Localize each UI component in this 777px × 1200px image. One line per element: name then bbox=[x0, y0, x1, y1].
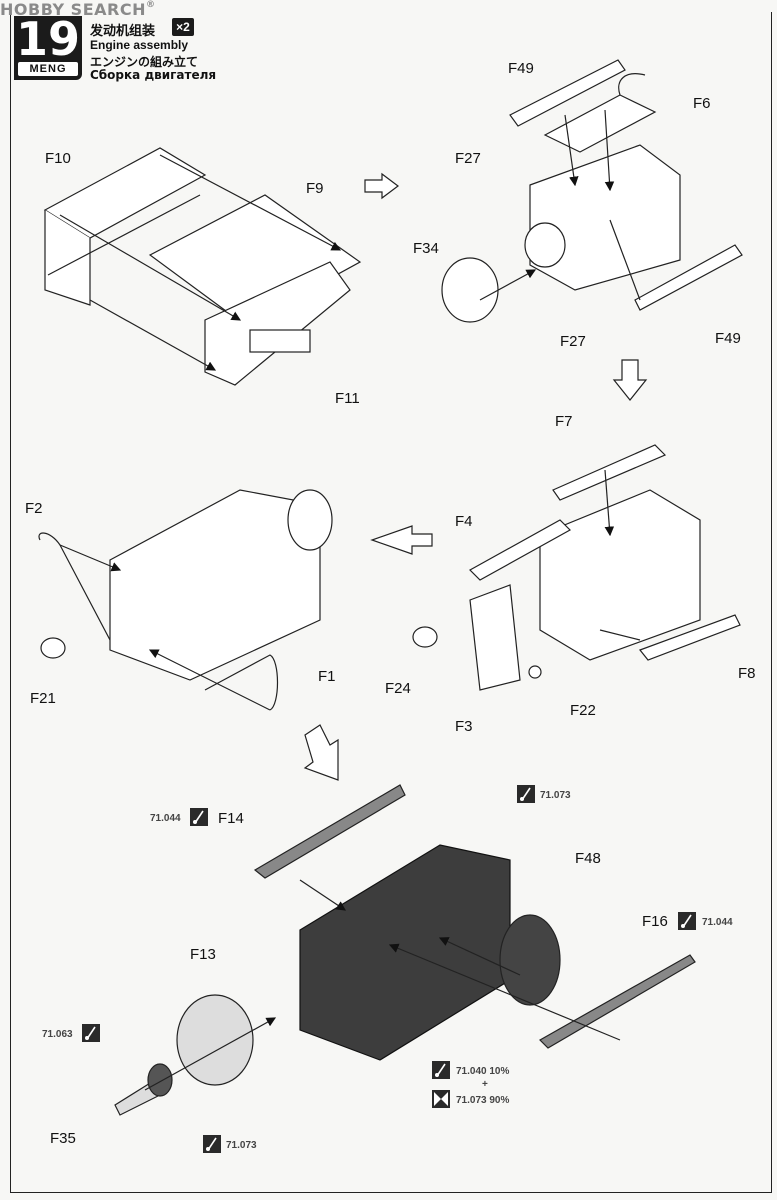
airbrush-icon bbox=[432, 1090, 450, 1108]
step-badge: 19 MENG bbox=[14, 12, 82, 80]
paint-mix-plus: + bbox=[482, 1079, 488, 1090]
step-number: 19 bbox=[15, 12, 80, 66]
engine-belt-diagram bbox=[38, 489, 333, 711]
title-ru: Сборка двигателя bbox=[90, 68, 217, 82]
part-label-f9: F9 bbox=[306, 180, 324, 197]
part-label-f2: F2 bbox=[25, 500, 43, 517]
paint-mix-b: 71.073 90% bbox=[456, 1095, 510, 1106]
title-jp: エンジンの組み立て bbox=[90, 55, 199, 69]
part-label-f13: F13 bbox=[190, 946, 216, 963]
part-label-f7: F7 bbox=[555, 413, 573, 430]
part-label-f27-top: F27 bbox=[455, 150, 481, 167]
part-label-f48: F48 bbox=[575, 850, 601, 867]
step-arrow-left bbox=[370, 525, 433, 555]
step-arrow-diagonal bbox=[303, 724, 339, 781]
part-label-f10: F10 bbox=[45, 150, 71, 167]
part-label-f24: F24 bbox=[385, 680, 411, 697]
brush-icon bbox=[190, 808, 208, 826]
part-label-f35: F35 bbox=[50, 1130, 76, 1147]
part-label-f34: F34 bbox=[413, 240, 439, 257]
part-label-f4: F4 bbox=[455, 513, 473, 530]
part-label-f22: F22 bbox=[570, 702, 596, 719]
part-label-f49-bottom: F49 bbox=[715, 330, 741, 347]
part-label-f49-top: F49 bbox=[508, 60, 534, 77]
part-label-f6: F6 bbox=[693, 95, 711, 112]
paint-mix-a: 71.040 10% bbox=[456, 1066, 510, 1077]
frame-assembly-diagram bbox=[43, 147, 362, 386]
engine-top-diagram bbox=[441, 59, 743, 323]
brush-icon bbox=[678, 912, 696, 930]
brush-icon bbox=[517, 785, 535, 803]
brush-icon bbox=[203, 1135, 221, 1153]
paint-code-f14: 71.044 bbox=[150, 813, 181, 824]
engine-side-diagram bbox=[412, 444, 741, 691]
step-arrow-right bbox=[364, 172, 399, 200]
paint-code-f13: 71.063 bbox=[42, 1029, 73, 1040]
title-cn: 发动机组装 bbox=[90, 24, 156, 39]
title-en: Engine assembly bbox=[90, 38, 189, 52]
part-label-f11: F11 bbox=[335, 390, 360, 407]
quantity-badge: ×2 bbox=[172, 18, 194, 36]
paint-code-f48: 71.073 bbox=[540, 790, 571, 801]
part-label-f21: F21 bbox=[30, 690, 56, 707]
part-label-f27-bottom: F27 bbox=[560, 333, 586, 350]
step-arrow-down bbox=[612, 359, 648, 401]
paint-code-f35: 71.073 bbox=[226, 1140, 257, 1151]
part-label-f14: F14 bbox=[218, 810, 244, 827]
paint-code-f16: 71.044 bbox=[702, 917, 733, 928]
part-label-f8: F8 bbox=[738, 665, 756, 682]
brush-icon bbox=[82, 1024, 100, 1042]
part-label-f1: F1 bbox=[318, 668, 336, 685]
page-frame bbox=[10, 12, 772, 1193]
watermark: HOBBY SEARCH® bbox=[0, 0, 156, 19]
part-label-f16: F16 bbox=[642, 913, 668, 930]
brush-icon bbox=[432, 1061, 450, 1079]
part-label-f3: F3 bbox=[455, 718, 473, 735]
engine-final-diagram bbox=[114, 784, 696, 1116]
brand-logo: MENG bbox=[18, 62, 78, 76]
